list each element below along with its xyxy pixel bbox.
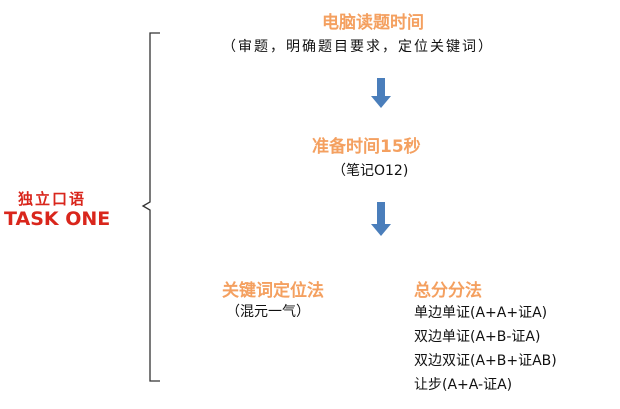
brace bbox=[141, 32, 160, 382]
task-title-cn: 独立口语 bbox=[18, 190, 87, 208]
step1-note: （审题，明确题目要求，定位关键词） bbox=[222, 39, 494, 55]
task-title-en: TASK ONE bbox=[4, 208, 111, 230]
step2-note: （笔记O12) bbox=[332, 163, 409, 179]
down-arrow-icon bbox=[371, 78, 391, 108]
step2-title: 准备时间15秒 bbox=[312, 137, 421, 157]
method2-title: 总分分法 bbox=[414, 281, 482, 301]
method1-title: 关键词定位法 bbox=[222, 281, 324, 301]
method1-note: （混元一气） bbox=[226, 304, 310, 320]
method2-item: 单边单证(A+A+证A) bbox=[414, 305, 548, 321]
method2-item: 双边双证(A+B+证AB) bbox=[414, 353, 557, 369]
method2-item: 让步(A+A-证A) bbox=[414, 377, 513, 393]
down-arrow-icon bbox=[371, 202, 391, 236]
method2-item: 双边单证(A+B-证A) bbox=[414, 329, 541, 345]
step1-title: 电脑读题时间 bbox=[322, 13, 424, 33]
